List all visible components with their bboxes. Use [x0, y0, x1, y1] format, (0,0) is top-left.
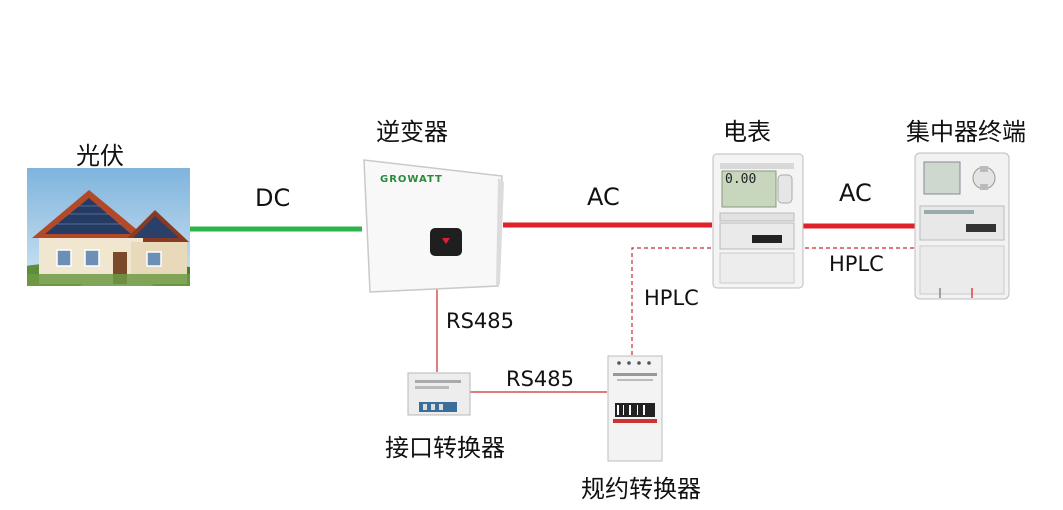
hplc-dashed-line [631, 247, 916, 355]
meter-image [712, 153, 804, 289]
inverter-image [363, 159, 504, 293]
pv-label: 光伏 [76, 142, 124, 170]
dc-link-label: DC [255, 184, 291, 212]
protocol-converter-image [607, 355, 663, 462]
interface-converter-image [407, 372, 471, 416]
concentrator-label: 集中器终端 [906, 118, 1026, 146]
inverter-brand-logo: GROWATT [380, 174, 443, 185]
meter-reading: 0.00 [725, 172, 757, 187]
rs485-link-label-1: RS485 [446, 309, 515, 333]
inverter-label: 逆变器 [376, 118, 448, 146]
protocol-converter-label: 规约转换器 [581, 475, 701, 503]
ac-link-label-2: AC [839, 179, 872, 207]
hplc-link-label-2: HPLC [829, 252, 884, 276]
concentrator-image [914, 152, 1010, 300]
interface-converter-label: 接口转换器 [385, 434, 505, 462]
ac-link-label-1: AC [587, 183, 620, 211]
hplc-link-label-1: HPLC [644, 286, 699, 310]
pv-house-image [27, 168, 190, 286]
meter-label: 电表 [723, 118, 771, 146]
rs485-link-label-2: RS485 [506, 367, 575, 391]
